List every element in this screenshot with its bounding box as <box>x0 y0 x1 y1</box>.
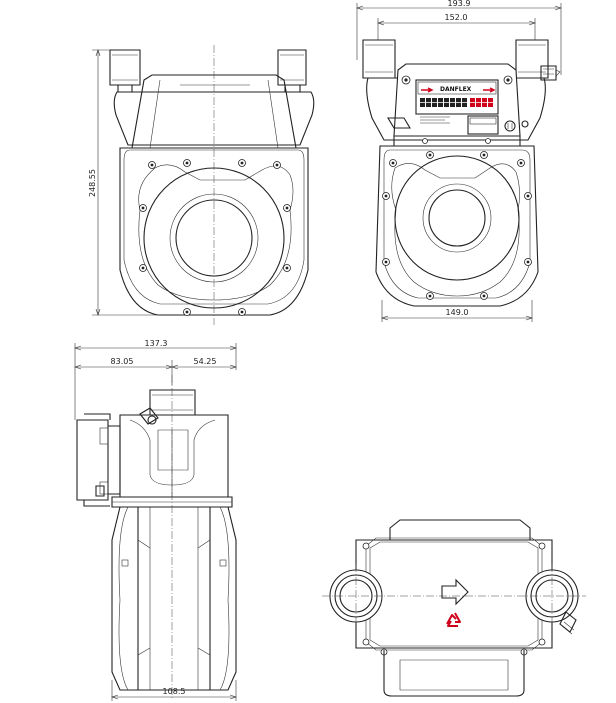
front-view: 248.55 <box>88 45 315 325</box>
counter-display <box>420 98 494 107</box>
overall-width-dimension: 193.9 <box>448 0 471 8</box>
side-view: 137.3 83.05 54.25 <box>74 339 237 701</box>
side-left-dimension: 83.05 <box>111 357 134 366</box>
arrow-right-outline-icon <box>441 578 469 606</box>
side-bottom-dimension: 108.5 <box>163 687 186 696</box>
brand-logo: DANFLEX <box>440 86 472 93</box>
front-view-index: 193.9 152.0 DANFLEX <box>356 0 562 322</box>
nozzle-width-dimension: 152.0 <box>445 13 468 22</box>
top-view <box>322 519 586 697</box>
recycle-icon <box>446 612 461 627</box>
body-width-dimension: 149.0 <box>446 308 469 317</box>
height-dimension: 248.55 <box>88 169 97 197</box>
side-right-dimension: 54.25 <box>194 357 217 366</box>
side-overall-dimension: 137.3 <box>145 339 168 348</box>
